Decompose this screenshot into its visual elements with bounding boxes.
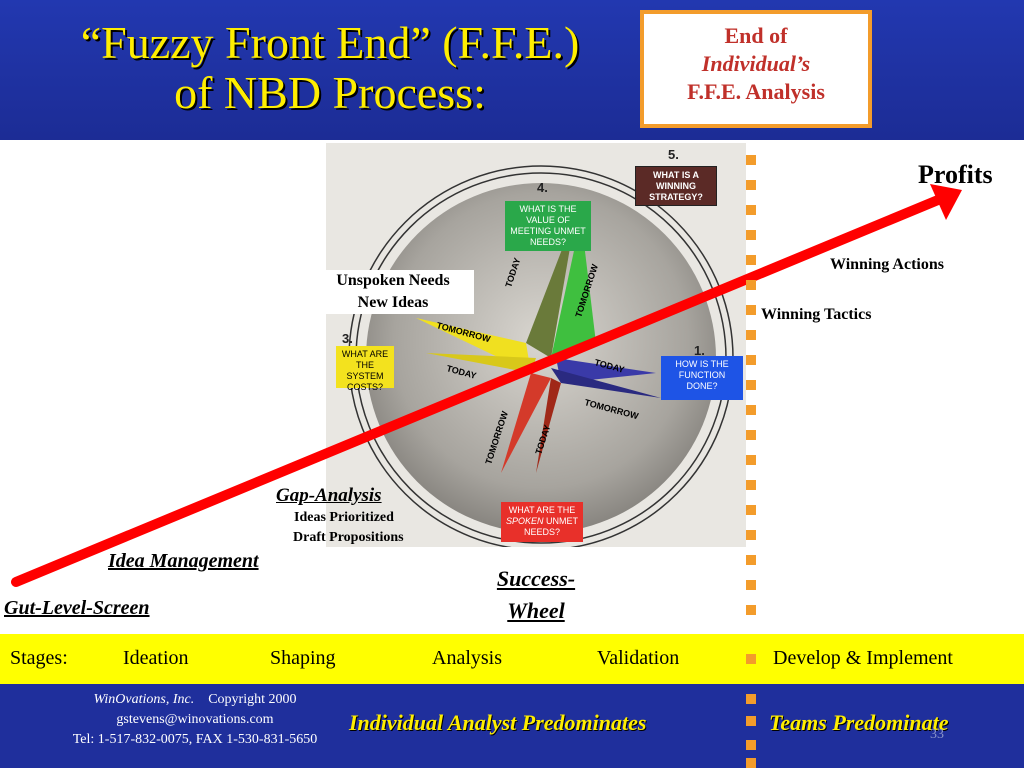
idea-management-label: Idea Management [108, 550, 259, 572]
gut-level-screen-label: Gut-Level-Screen [4, 597, 150, 619]
footer-company: WinOvations, Inc. [93, 692, 195, 707]
spike-right-blue-2 [551, 368, 661, 398]
spike-down-red [501, 373, 551, 473]
arrow-head-icon [930, 184, 962, 220]
divider-dot [746, 505, 756, 515]
title-line-2: of NBD Process: [174, 67, 486, 118]
footer-company-line: WinOvations, Inc. Copyright 2000 [40, 690, 350, 710]
profits-label: Profits [918, 160, 993, 189]
divider-dot [746, 430, 756, 440]
spike-up-green [551, 218, 596, 358]
slide-footer [0, 684, 1024, 768]
stages-label: Stages: [10, 647, 68, 669]
divider-dot [746, 530, 756, 540]
individual-predominates-label: Individual Analyst Predominates [349, 710, 647, 735]
gap-analysis-label: Gap-Analysis [276, 485, 382, 506]
divider-dot [746, 255, 756, 265]
divider-dot [746, 180, 756, 190]
step-number-4: 4. [537, 180, 548, 195]
new-ideas-text: New Ideas [357, 294, 429, 311]
teams-predominate-label: Teams Predominate [769, 710, 949, 735]
divider-dot [746, 155, 756, 165]
footer-contact: WinOvations, Inc. Copyright 2000 gsteven… [40, 690, 350, 750]
end-box-line-1: End of [724, 23, 788, 48]
divider-dot [746, 654, 756, 664]
footer-phone: Tel: 1-517-832-0075, FAX 1-530-831-5650 [72, 732, 318, 747]
stage-shaping: Shaping [270, 647, 336, 669]
end-of-analysis-box: End of Individual’s F.F.E. Analysis [640, 10, 872, 128]
spoken-box-text-a: WHAT ARE THE [508, 505, 576, 515]
divider-dot [746, 580, 756, 590]
success-wheel-label: Success- Wheel [486, 563, 586, 627]
divider-dot [746, 740, 756, 750]
divider-dot [746, 605, 756, 615]
draft-propositions-label: Draft Propositions [293, 530, 404, 545]
spike-left-yellow-2 [426, 353, 536, 373]
footer-copyright: Copyright 2000 [208, 692, 297, 707]
winning-tactics-label: Winning Tactics [761, 306, 872, 323]
divider-dot [746, 555, 756, 565]
success-wheel-text-1: Success- [496, 566, 576, 591]
winning-actions-label: Winning Actions [830, 256, 944, 273]
spike-down-red-2 [536, 378, 561, 473]
divider-dot [746, 405, 756, 415]
system-costs-box: WHAT ARE THE SYSTEM COSTS? [336, 346, 394, 392]
function-done-box: HOW IS THE FUNCTION DONE? [661, 356, 743, 400]
stage-validation: Validation [597, 647, 680, 669]
spoken-unmet-needs-box: WHAT ARE THE SPOKEN UNMET NEEDS? [501, 502, 583, 542]
divider-dot [746, 694, 756, 704]
stage-analysis: Analysis [432, 647, 502, 669]
stage-develop-implement: Develop & Implement [773, 647, 953, 669]
divider-dot [746, 758, 756, 768]
divider-dot [746, 330, 756, 340]
page-number: 33 [930, 727, 944, 742]
stages-band: Stages: Ideation Shaping Analysis Valida… [0, 634, 1024, 684]
end-box-line-2: Individual’s [701, 51, 811, 76]
step-number-3: 3. [342, 331, 353, 346]
progress-arrow [11, 184, 962, 587]
unspoken-needs-text: Unspoken Needs [336, 272, 450, 289]
ideas-prioritized-label: Ideas Prioritized [294, 510, 394, 525]
divider-dot [746, 305, 756, 315]
footer-email: gstevens@winovations.com [116, 712, 274, 727]
divider-dot [746, 355, 756, 365]
divider-dot [746, 480, 756, 490]
value-unmet-needs-box: WHAT IS THE VALUE OF MEETING UNMET NEEDS… [505, 201, 591, 251]
divider-dot [746, 205, 756, 215]
spoken-box-text-b: SPOKEN [505, 516, 544, 526]
title-line-1: “Fuzzy Front End” (F.F.E.) [80, 17, 580, 68]
unspoken-needs-label: Unspoken Needs New Ideas [312, 270, 474, 314]
slide-title: “Fuzzy Front End” (F.F.E.) of NBD Proces… [0, 18, 660, 118]
divider-dot [746, 230, 756, 240]
step-number-5: 5. [668, 147, 679, 162]
spoken-box-text-c: UNMET NEEDS? [523, 516, 579, 537]
divider-dot [746, 455, 756, 465]
divider-dot [746, 716, 756, 726]
stage-ideation: Ideation [123, 647, 189, 669]
arrow-shaft [11, 195, 943, 587]
success-wheel-text-2: Wheel [507, 598, 565, 623]
divider-dot [746, 280, 756, 290]
divider-dot [746, 380, 756, 390]
step-number-1: 1. [694, 343, 705, 358]
winning-strategy-box: WHAT IS A WINNING STRATEGY? [635, 166, 717, 206]
end-box-line-3: F.F.E. Analysis [687, 79, 825, 104]
